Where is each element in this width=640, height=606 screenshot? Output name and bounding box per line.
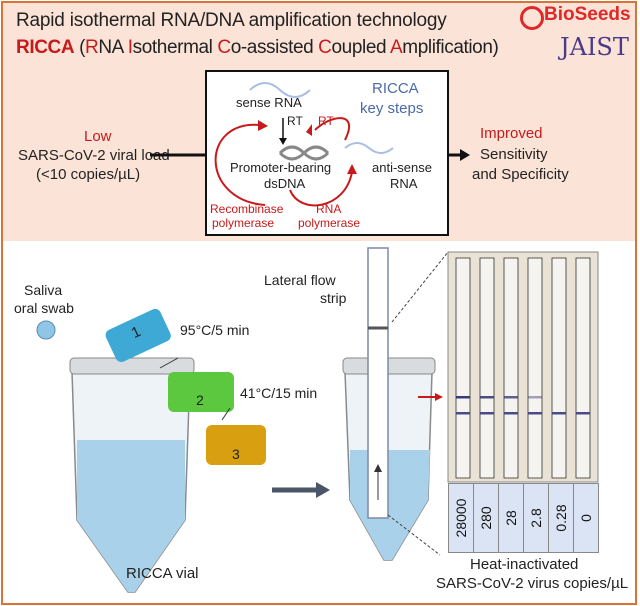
vial-label: RICCA vial xyxy=(126,565,199,582)
conc-value: 280 xyxy=(478,506,494,530)
lateral-flow-strip xyxy=(367,247,389,519)
caption-line-2: SARS-CoV-2 virus copies/µL xyxy=(436,575,629,592)
recombinase-label: Recombinase xyxy=(210,202,284,216)
conc-value: 0 xyxy=(578,514,594,522)
conc-cell: 0.28 xyxy=(548,483,574,553)
concentration-labels: 28000 280 28 2.8 0.28 0 xyxy=(448,483,599,553)
cap-1 xyxy=(105,308,171,363)
test-line xyxy=(480,396,494,399)
conc-cell-highlight: 2.8 xyxy=(523,483,549,553)
sense-rna-label: sense RNA xyxy=(236,95,302,110)
test-line xyxy=(456,396,470,399)
antisense-label-2: RNA xyxy=(390,176,418,191)
conc-cell: 0 xyxy=(573,483,599,553)
title: Rapid isothermal RNA/DNA amplification t… xyxy=(16,10,447,31)
step2-label: 41°C/15 min xyxy=(240,385,318,401)
test-line xyxy=(504,396,518,399)
dsdna-label-2: dsDNA xyxy=(264,176,306,191)
vial-rim xyxy=(69,357,195,375)
steps-subtitle: key steps xyxy=(360,100,424,117)
dsdna-label: Promoter-bearing xyxy=(230,160,332,175)
low-label: Low xyxy=(84,128,112,145)
copies-label: (<10 copies/µL) xyxy=(36,166,141,183)
subtitle: RICCA (RNA Isothermal Co-assisted Couple… xyxy=(16,37,499,58)
conc-value: 28 xyxy=(503,510,519,526)
lfs-label: Lateral flow xyxy=(264,272,336,288)
rt-label-red: RT xyxy=(318,114,334,128)
zoom-line xyxy=(391,251,449,323)
cap-2-label: 2 xyxy=(196,392,204,408)
rt-label: RT xyxy=(287,114,303,128)
strip-photo xyxy=(447,251,599,483)
conc-cell: 280 xyxy=(473,483,499,553)
rna-polymerase-arrow xyxy=(289,171,353,207)
curve-arrow xyxy=(221,407,231,421)
saliva-label: Saliva xyxy=(24,282,63,298)
test-strip xyxy=(503,257,519,479)
output-arrow-head xyxy=(460,149,470,161)
recombinase-cycle-arrow xyxy=(214,123,266,206)
caption-line-1: Heat-inactivated xyxy=(470,556,579,573)
cap-2 xyxy=(168,372,234,412)
conc-cell: 28000 xyxy=(448,483,474,553)
test-strip xyxy=(527,257,543,479)
lfs-label-2: strip xyxy=(320,290,347,306)
rna-pol-label: RNA xyxy=(316,202,342,216)
swab-ball-icon xyxy=(36,320,56,340)
improved-label: Improved xyxy=(480,125,543,142)
conc-value: 28000 xyxy=(453,498,469,538)
sense-rna-icon xyxy=(249,82,311,98)
control-line xyxy=(552,412,566,415)
control-line xyxy=(456,412,470,415)
steps-title: RICCA xyxy=(372,80,419,97)
recombinase-label-2: polymerase xyxy=(212,216,275,230)
control-line xyxy=(576,412,590,415)
cap-3-label: 3 xyxy=(232,446,240,462)
antisense-rna-icon xyxy=(344,142,394,154)
rt-cycle-arrow xyxy=(314,117,351,141)
antisense-label: anti-sense xyxy=(372,160,432,175)
jaist-logo: JAIST xyxy=(560,33,629,61)
swab-label: oral swab xyxy=(14,300,74,316)
test-strip xyxy=(455,257,471,479)
specificity-label: and Specificity xyxy=(472,166,569,183)
test-strip xyxy=(575,257,591,479)
cap-3 xyxy=(206,425,266,465)
control-line xyxy=(528,412,542,415)
step1-label: 95°C/5 min xyxy=(180,322,250,338)
sensitivity-label: Sensitivity xyxy=(480,146,548,163)
control-line xyxy=(480,412,494,415)
conc-value-highlight: 2.8 xyxy=(528,508,544,528)
test-line xyxy=(528,396,542,399)
test-strip xyxy=(551,257,567,479)
control-line xyxy=(504,412,518,415)
viral-load-label: SARS-CoV-2 viral load xyxy=(18,147,170,164)
conc-value: 0.28 xyxy=(553,504,569,532)
conc-cell: 28 xyxy=(498,483,524,553)
rna-pol-label-2: polymerase xyxy=(298,216,361,230)
test-strip xyxy=(479,257,495,479)
